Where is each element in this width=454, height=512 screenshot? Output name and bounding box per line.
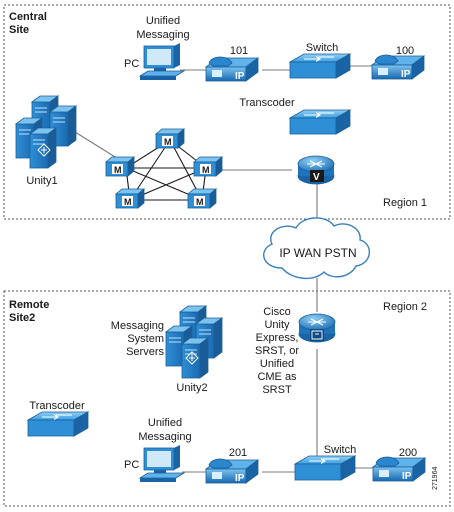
central-pc-icon <box>139 42 185 81</box>
cisco-label-line4: SRST, or <box>254 345 300 357</box>
remote-phone-200-label: 200 <box>398 447 418 459</box>
remote-ip-phone-201-icon <box>205 458 259 485</box>
messaging-servers-line1: Messaging <box>110 320 164 332</box>
cisco-label-line1: Cisco <box>263 306 291 318</box>
cisco-label-line6: CME as <box>257 371 297 383</box>
mcu-right-icon <box>193 156 223 177</box>
wan-cloud-icon <box>263 217 370 279</box>
remote-router-icon <box>298 313 336 343</box>
cisco-label-line5: Unified <box>259 358 295 370</box>
unity1-label: Unity1 <box>26 175 58 187</box>
remote-transcoder-label: Transcoder <box>29 400 85 412</box>
central-switch-label: Switch <box>305 42 339 54</box>
messaging-servers-line3: Servers <box>126 346 164 358</box>
region1-label: Region 1 <box>383 197 428 209</box>
svg-text:V: V <box>313 172 320 183</box>
central-phone-100-label: 100 <box>395 45 415 57</box>
central-unified-messaging-line2: Messaging <box>136 29 190 41</box>
remote-switch-label: Switch <box>323 444 357 456</box>
unity2-server-cluster-icon <box>165 305 223 379</box>
central-unified-messaging-line1: Unified <box>145 15 181 27</box>
central-pc-label: PC <box>124 58 140 70</box>
central-ip-phone-101-icon <box>205 56 259 83</box>
central-voice-router-icon: V <box>297 155 335 185</box>
remote-transcoder-icon <box>27 411 89 437</box>
central-transcoder-label: Transcoder <box>239 97 295 109</box>
unity2-label: Unity2 <box>176 382 208 394</box>
remote-pc-label: PC <box>124 459 140 471</box>
central-ip-phone-100-icon <box>371 54 425 81</box>
central-site-frame <box>3 4 451 220</box>
wan-label: IP WAN PSTN <box>279 246 357 260</box>
remote-unified-messaging-line2: Messaging <box>138 431 192 443</box>
mcu-left-icon <box>105 156 135 177</box>
cisco-label-line2: Unity <box>264 319 290 331</box>
figure-id: 271964 <box>432 466 439 490</box>
cisco-label-line7: SRST <box>262 384 292 396</box>
mcu-bottom-left-icon <box>115 188 145 209</box>
central-site-title-line1: Central <box>9 11 47 23</box>
unity1-server-cluster-icon <box>15 95 77 169</box>
remote-unified-messaging-line1: Unified <box>147 417 183 429</box>
central-switch-icon <box>289 53 351 79</box>
mcu-bottom-right-icon <box>187 188 217 209</box>
central-site-title-line2: Site <box>9 24 30 36</box>
remote-phone-201-label: 201 <box>228 447 248 459</box>
remote-ip-phone-200-icon <box>372 456 426 483</box>
remote-switch-icon <box>294 455 356 481</box>
mcu-top-icon <box>155 128 185 149</box>
remote-site-title-line1: Remote <box>9 299 50 311</box>
central-transcoder-icon <box>289 109 351 135</box>
region2-label: Region 2 <box>383 301 428 313</box>
remote-site-frame <box>3 290 451 507</box>
remote-site-title-line2: Site2 <box>9 312 36 324</box>
remote-pc-icon <box>139 444 185 483</box>
central-phone-101-label: 101 <box>229 45 249 57</box>
messaging-servers-line2: System <box>127 333 164 345</box>
cisco-label-line3: Express, <box>255 332 299 344</box>
